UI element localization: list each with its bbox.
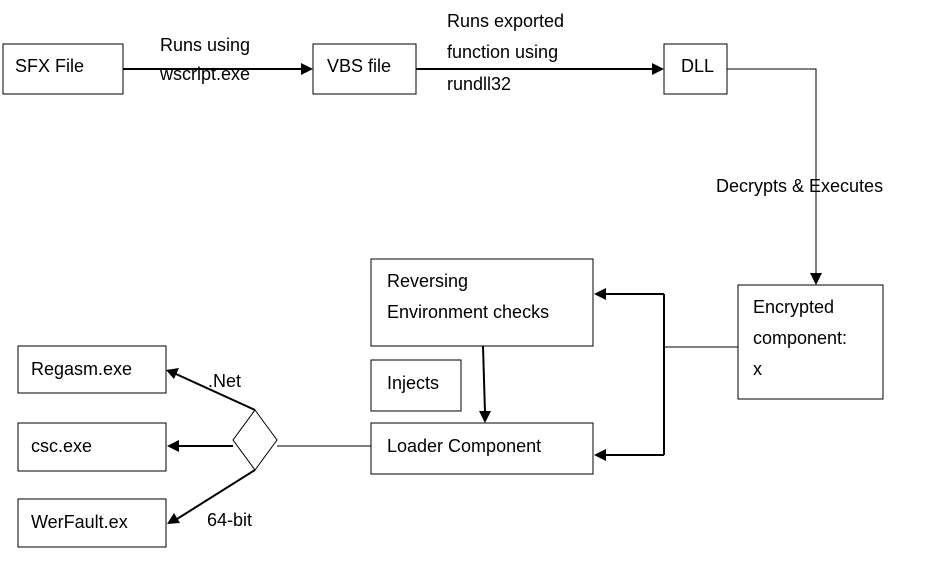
label-sfx-to-vbs-line-1: Runs using [160, 35, 250, 55]
node-encrypted-component-line-1: Encrypted [753, 297, 834, 317]
node-reversing-checks: Reversing Environment checks [370, 258, 594, 347]
node-reversing-checks-line-2: Environment checks [387, 302, 549, 322]
label-vbs-to-dll-line-3: rundll32 [447, 74, 511, 94]
label-vbs-to-dll-line-1: Runs exported [447, 11, 564, 31]
node-csc-label: csc.exe [31, 436, 92, 456]
edge-reversing-to-loader [479, 345, 491, 423]
node-dll-label: DLL [681, 56, 714, 76]
edge-diamond-to-csc [167, 440, 233, 452]
node-sfx-file: SFX File [2, 43, 124, 95]
node-regasm-label: Regasm.exe [31, 359, 132, 379]
node-dll: DLL [663, 43, 728, 95]
label-to-regasm: .Net [208, 371, 241, 391]
edge-sfx-to-vbs [123, 63, 313, 75]
label-sfx-to-vbs-line-2: wscript.exe [159, 64, 250, 84]
node-vbs-file: VBS file [312, 43, 417, 95]
decision-diamond [232, 409, 278, 471]
node-reversing-checks-line-1: Reversing [387, 271, 468, 291]
node-loader-component-label: Loader Component [387, 436, 541, 456]
node-injects-label: Injects [387, 373, 439, 393]
edge-diamond-to-regasm [166, 368, 256, 411]
label-vbs-to-dll-line-2: function using [447, 42, 558, 62]
node-encrypted-component-line-3: x [753, 359, 762, 379]
node-csc: csc.exe [17, 422, 167, 472]
node-injects: Injects [370, 359, 462, 412]
node-regasm: Regasm.exe [17, 345, 167, 394]
label-to-werfault: 64-bit [207, 510, 252, 530]
node-encrypted-component: Encrypted component: x [737, 284, 884, 400]
node-werfault-label: WerFault.ex [31, 512, 128, 532]
edge-encrypted-branch [594, 288, 738, 461]
node-vbs-file-label: VBS file [327, 56, 391, 76]
node-encrypted-component-line-2: component: [753, 328, 847, 348]
node-loader-component: Loader Component [370, 422, 594, 475]
edge-diamond-to-werfault [167, 469, 256, 524]
node-werfault: WerFault.ex [17, 498, 167, 548]
edge-vbs-to-dll [416, 63, 664, 75]
node-sfx-file-label: SFX File [15, 56, 84, 76]
label-dll-to-encrypted: Decrypts & Executes [716, 176, 883, 196]
edge-dll-to-encrypted [727, 68, 822, 285]
